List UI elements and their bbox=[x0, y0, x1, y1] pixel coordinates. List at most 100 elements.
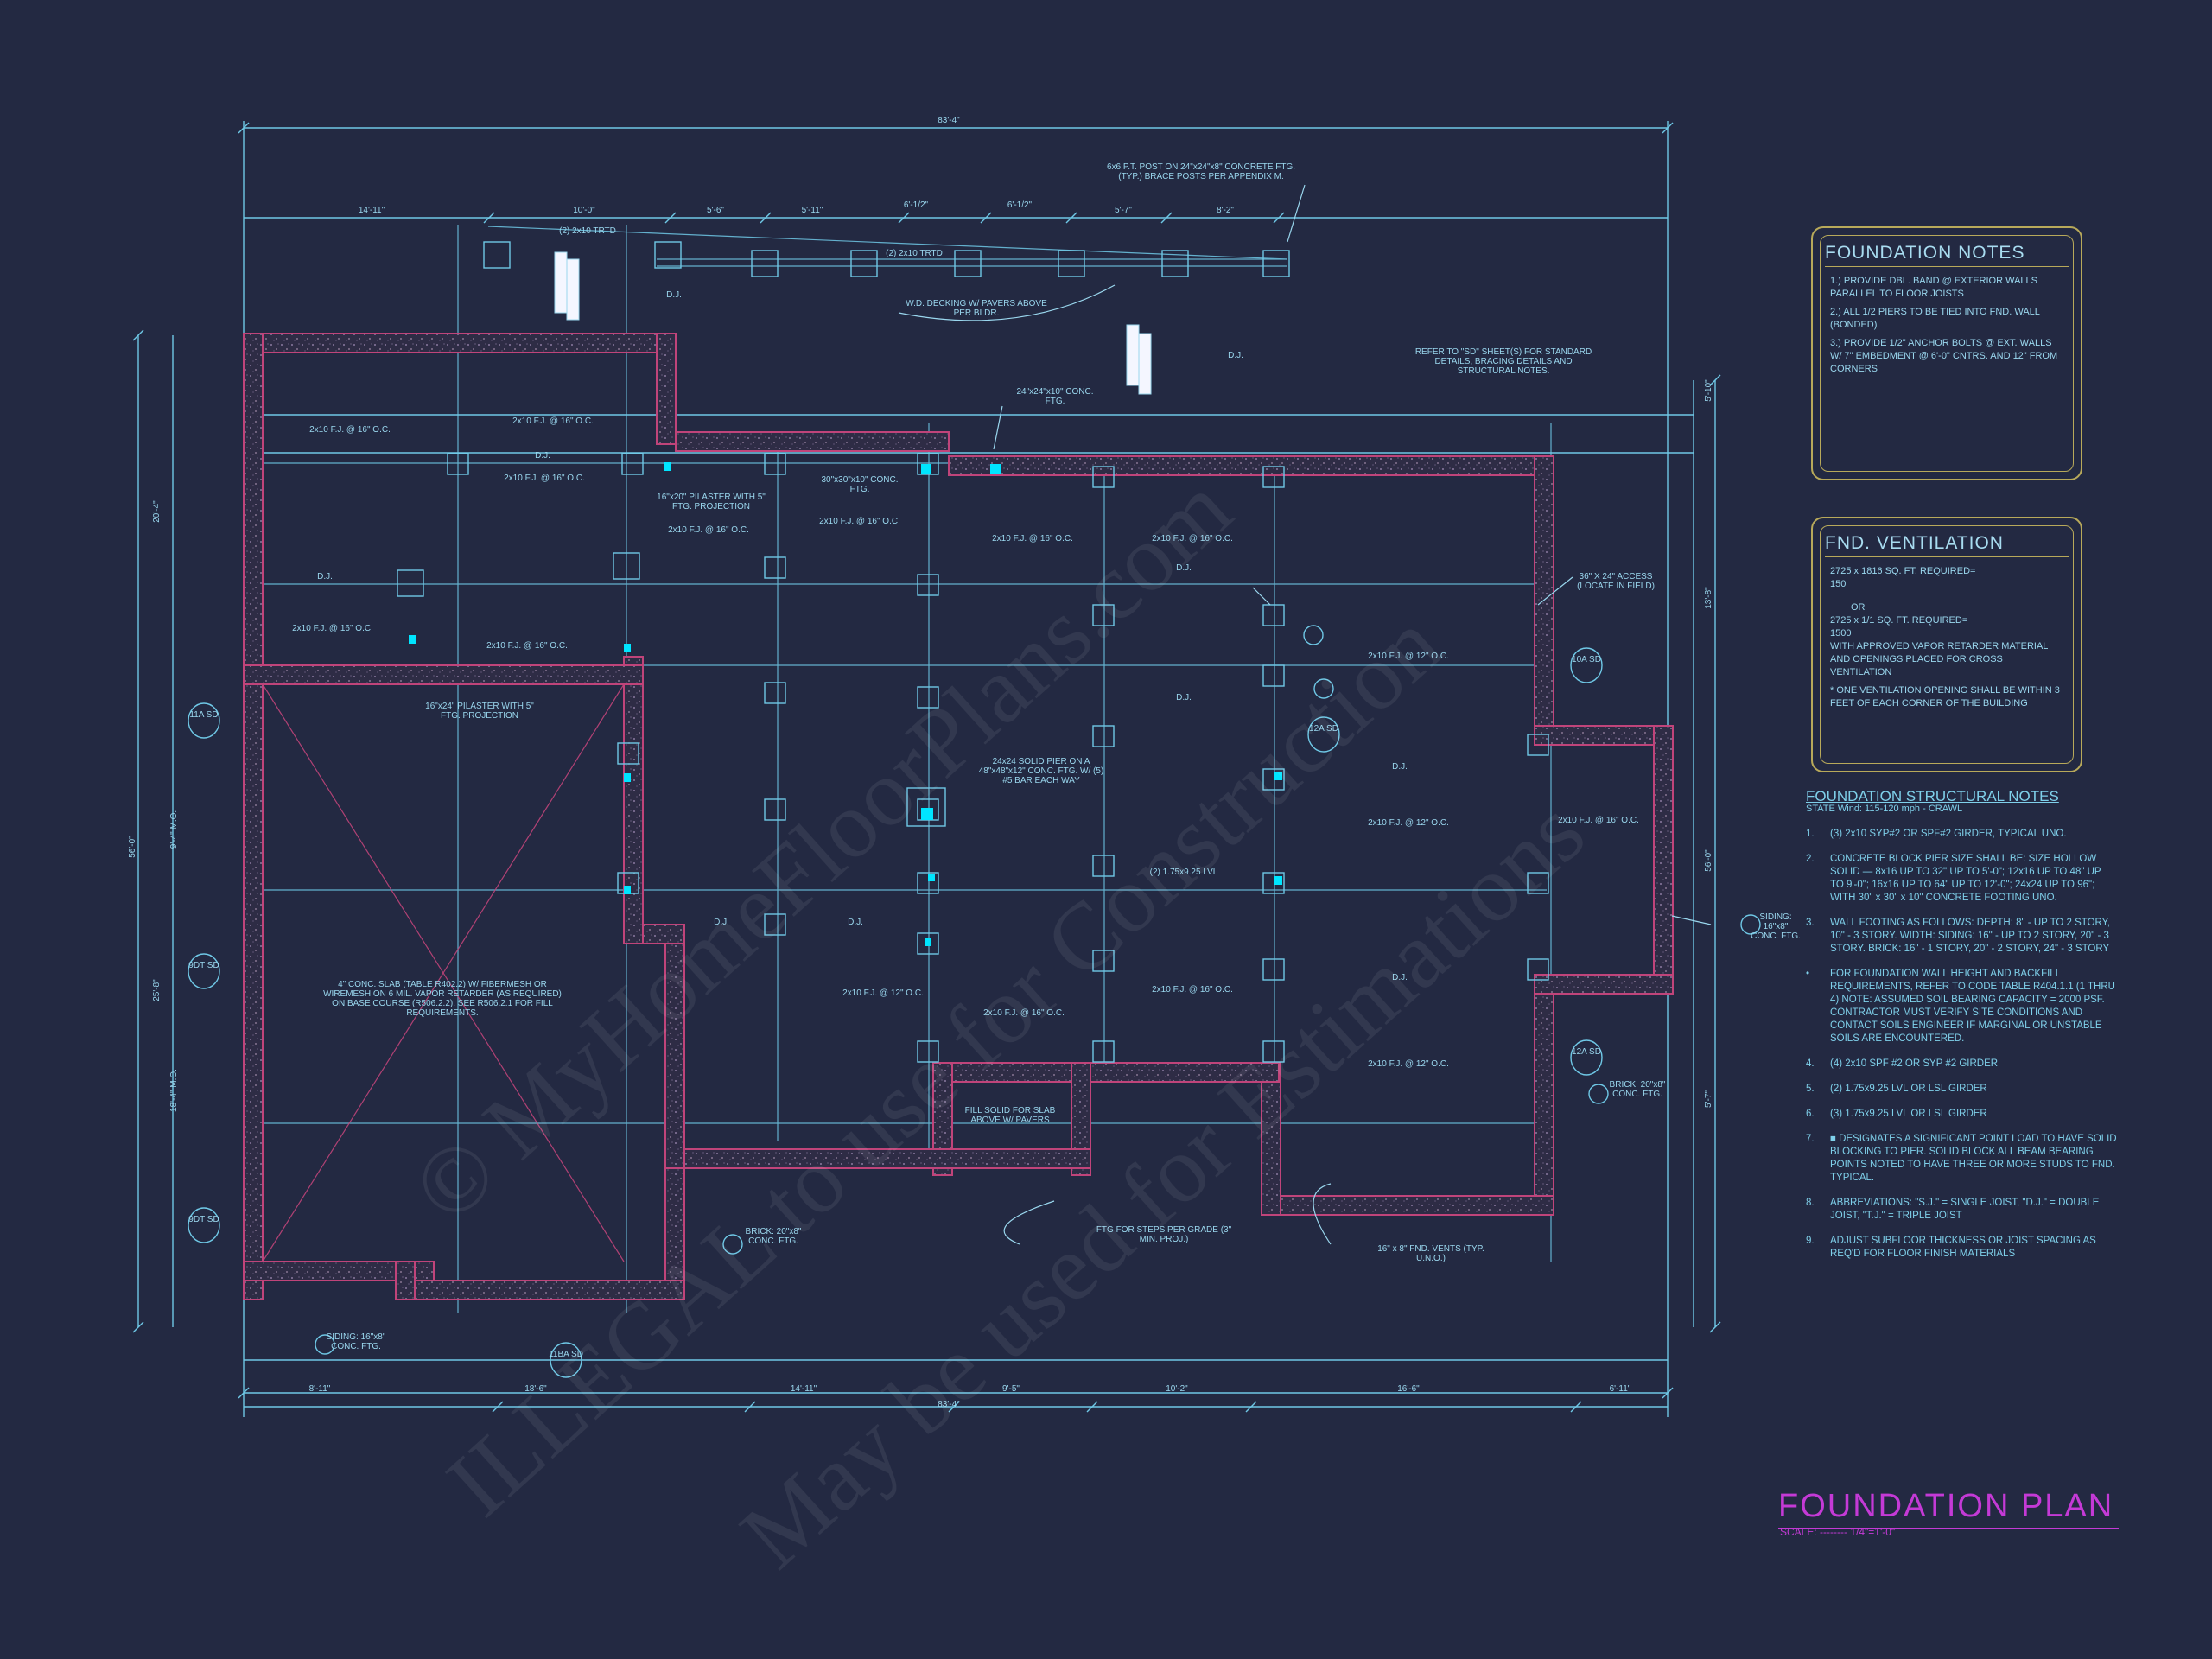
svg-text:2x10 F.J. @ 16" O.C.: 2x10 F.J. @ 16" O.C. bbox=[983, 1008, 1065, 1018]
svg-text:2x10 F.J. @ 16" O.C.: 2x10 F.J. @ 16" O.C. bbox=[504, 474, 585, 483]
svg-text:5'-7": 5'-7" bbox=[1704, 1090, 1713, 1108]
svg-text:5'-11": 5'-11" bbox=[802, 206, 823, 215]
svg-text:2x10 F.J. @ 12" O.C.: 2x10 F.J. @ 12" O.C. bbox=[1368, 652, 1449, 661]
fnd-ventilation-title: FND. VENTILATION bbox=[1825, 531, 2069, 557]
svg-text:10'-2": 10'-2" bbox=[1166, 1384, 1188, 1394]
svg-text:8'-2": 8'-2" bbox=[1217, 206, 1234, 215]
svg-text:2x10 F.J. @ 16" O.C.: 2x10 F.J. @ 16" O.C. bbox=[1152, 534, 1233, 543]
svg-text:11A SD: 11A SD bbox=[189, 710, 218, 720]
svg-text:D.J.: D.J. bbox=[1392, 973, 1408, 982]
svg-text:2x10 F.J. @ 12" O.C.: 2x10 F.J. @ 12" O.C. bbox=[1368, 1059, 1449, 1069]
svg-text:6'-11": 6'-11" bbox=[1610, 1384, 1631, 1394]
vents-note: 16" x 8" FND. VENTS (TYP. U.N.O.) bbox=[1377, 1244, 1484, 1263]
slab-note: 4" CONC. SLAB (TABLE R402.2) W/ FIBERMES… bbox=[323, 980, 562, 1018]
fill-solid-note: FILL SOLID FOR SLAB ABOVE W/ PAVERS bbox=[964, 1106, 1056, 1125]
structural-note: 6.(3) 1.75x9.25 LVL OR LSL GIRDER bbox=[1806, 1109, 1987, 1119]
structural-note: •FOR FOUNDATION WALL HEIGHT AND BACKFILL… bbox=[1806, 969, 2115, 1044]
foundation-notes-title: FOUNDATION NOTES bbox=[1825, 240, 2069, 267]
svg-text:56'-0": 56'-0" bbox=[1704, 849, 1713, 872]
svg-text:13'-8": 13'-8" bbox=[1704, 587, 1713, 609]
plan-title: FOUNDATION PLAN bbox=[1778, 1488, 2120, 1529]
svg-text:2x10 F.J. @ 16" O.C.: 2x10 F.J. @ 16" O.C. bbox=[668, 525, 749, 535]
pilaster24-note: 16"x24" PILASTER WITH 5" FTG. PROJECTION bbox=[425, 702, 534, 721]
pilaster20-note: 16"x20" PILASTER WITH 5" FTG. PROJECTION bbox=[657, 493, 766, 512]
svg-text:2x10 F.J. @ 16" O.C.: 2x10 F.J. @ 16" O.C. bbox=[1152, 985, 1233, 995]
slab-area bbox=[262, 683, 625, 1262]
foundation-notes-body: 1.) PROVIDE DBL. BAND @ EXTERIOR WALLS P… bbox=[1830, 276, 2058, 374]
structural-note: 1.(3) 2x10 SYP#2 OR SPF#2 GIRDER, TYPICA… bbox=[1806, 829, 2067, 839]
svg-text:2x10 F.J. @ 16" O.C.: 2x10 F.J. @ 16" O.C. bbox=[512, 416, 594, 426]
svg-text:12A SD: 12A SD bbox=[1309, 724, 1338, 734]
svg-text:20'-4": 20'-4" bbox=[152, 500, 162, 523]
svg-text:14'-11": 14'-11" bbox=[791, 1384, 817, 1394]
structural-note: 2.CONCRETE BLOCK PIER SIZE SHALL BE: SIZ… bbox=[1806, 854, 2101, 903]
svg-text:2x10 F.J. @ 12" O.C.: 2x10 F.J. @ 12" O.C. bbox=[1368, 818, 1449, 828]
svg-text:9'-5": 9'-5" bbox=[1002, 1384, 1020, 1394]
point-loads bbox=[409, 462, 1282, 946]
steps-note: FTG FOR STEPS PER GRADE (3" MIN. PROJ.) bbox=[1096, 1225, 1232, 1244]
svg-text:D.J.: D.J. bbox=[714, 918, 729, 927]
section-tags bbox=[188, 625, 1761, 1378]
title-underline bbox=[1778, 1528, 2120, 1529]
svg-text:2x10 F.J. @ 16" O.C.: 2x10 F.J. @ 16" O.C. bbox=[486, 641, 568, 651]
structural-note: 8.ABBREVIATIONS: "S.J." = SINGLE JOIST, … bbox=[1806, 1198, 2100, 1221]
piers bbox=[397, 241, 1549, 1063]
structural-note: 4.(4) 2x10 SPF #2 OR SYP #2 GIRDER bbox=[1806, 1058, 1999, 1069]
post-note: 6x6 P.T. POST ON 24"x24"x8" CONCRETE FTG… bbox=[1106, 162, 1296, 181]
svg-text:2x10 F.J. @ 16" O.C.: 2x10 F.J. @ 16" O.C. bbox=[1558, 816, 1639, 825]
svg-text:11BA SD: 11BA SD bbox=[549, 1350, 583, 1359]
svg-text:9DT SD: 9DT SD bbox=[188, 1215, 219, 1224]
svg-text:D.J.: D.J. bbox=[535, 451, 550, 461]
access-note: 36" X 24" ACCESS (LOCATE IN FIELD) bbox=[1577, 572, 1655, 591]
structural-notes-subtitle: STATE Wind: 115-120 mph - CRAWL bbox=[1806, 804, 1963, 814]
overall-dim-top: 83'-4" bbox=[938, 116, 960, 125]
svg-text:14'-11": 14'-11" bbox=[359, 206, 385, 215]
siding-right-note: SIDING: 16"x8" CONC. FTG. bbox=[1751, 912, 1801, 941]
foundation-walls bbox=[243, 333, 1674, 1300]
svg-text:(2) 1.75x9.25 LVL: (2) 1.75x9.25 LVL bbox=[1150, 868, 1218, 877]
brick-right-note: BRICK: 20"x8" CONC. FTG. bbox=[1609, 1080, 1666, 1099]
svg-text:5'-6": 5'-6" bbox=[707, 206, 724, 215]
svg-text:16'-6": 16'-6" bbox=[1397, 1384, 1420, 1394]
svg-text:2x10 F.J. @ 16" O.C.: 2x10 F.J. @ 16" O.C. bbox=[819, 517, 900, 526]
structural-notes: FOUNDATION STRUCTURAL NOTES STATE Wind: … bbox=[1806, 788, 2117, 1273]
svg-text:D.J.: D.J. bbox=[1228, 351, 1243, 360]
svg-text:8'-11": 8'-11" bbox=[309, 1384, 331, 1394]
svg-text:2x10 F.J. @ 16" O.C.: 2x10 F.J. @ 16" O.C. bbox=[292, 624, 373, 633]
svg-text:2x10 F.J. @ 12" O.C.: 2x10 F.J. @ 12" O.C. bbox=[842, 988, 924, 998]
solid-pier-note: 24x24 SOLID PIER ON A 48"x48"x12" CONC. … bbox=[978, 757, 1104, 785]
svg-text:D.J.: D.J. bbox=[848, 918, 863, 927]
svg-text:56'-0": 56'-0" bbox=[128, 836, 137, 858]
svg-text:18'-4" M.O.: 18'-4" M.O. bbox=[169, 1069, 179, 1112]
plan-scale: SCALE: -------- 1/4"=1'-0" bbox=[1780, 1526, 1896, 1538]
brick-center-note: BRICK: 20"x8" CONC. FTG. bbox=[745, 1227, 802, 1246]
svg-text:9'-4" M.O.: 9'-4" M.O. bbox=[169, 810, 179, 849]
ftg24-note: 24"x24"x10" CONC. FTG. bbox=[1016, 387, 1094, 406]
svg-text:6'-1/2": 6'-1/2" bbox=[1007, 200, 1033, 210]
refer-note: REFER TO "SD" SHEET(S) FOR STANDARD DETA… bbox=[1414, 347, 1592, 376]
decking-note: W.D. DECKING W/ PAVERS ABOVE PER BLDR. bbox=[906, 299, 1047, 318]
overall-dim-bottom: 83'-4" bbox=[938, 1400, 960, 1409]
svg-text:5'-10": 5'-10" bbox=[1704, 379, 1713, 402]
svg-text:12A SD: 12A SD bbox=[1572, 1047, 1601, 1057]
svg-text:6'-1/2": 6'-1/2" bbox=[904, 200, 929, 210]
svg-text:9DT SD: 9DT SD bbox=[188, 961, 219, 970]
structural-note: 9.ADJUST SUBFLOOR THICKNESS OR JOIST SPA… bbox=[1806, 1236, 2096, 1259]
structural-note: 7.■ DESIGNATES A SIGNIFICANT POINT LOAD … bbox=[1806, 1134, 2117, 1183]
siding-left-note: SIDING: 16"x8" CONC. FTG. bbox=[326, 1332, 386, 1351]
svg-text:5'-7": 5'-7" bbox=[1115, 206, 1132, 215]
panel-border bbox=[1820, 235, 2074, 472]
svg-text:10'-0": 10'-0" bbox=[573, 206, 595, 215]
svg-text:D.J.: D.J. bbox=[317, 572, 333, 582]
panel-border bbox=[1820, 525, 2074, 764]
ftg30-note: 30"x30"x10" CONC. FTG. bbox=[821, 475, 899, 494]
svg-text:D.J.: D.J. bbox=[1176, 693, 1192, 702]
porch-post-markers bbox=[554, 251, 1152, 395]
structural-notes-title: FOUNDATION STRUCTURAL NOTES bbox=[1806, 788, 2059, 804]
plan-labels: 83'-4" 83'-4" 14'-11" 10'-0" 5'-6" 5'-11… bbox=[128, 116, 1801, 1409]
fnd-ventilation-body: 2725 x 1816 SQ. FT. REQUIRED= 150 OR 272… bbox=[1830, 566, 2060, 709]
svg-text:2x10 F.J. @ 16" O.C.: 2x10 F.J. @ 16" O.C. bbox=[309, 425, 391, 435]
structural-note: 5.(2) 1.75x9.25 LVL OR LSL GIRDER bbox=[1806, 1084, 1987, 1094]
svg-text:18'-6": 18'-6" bbox=[524, 1384, 547, 1394]
